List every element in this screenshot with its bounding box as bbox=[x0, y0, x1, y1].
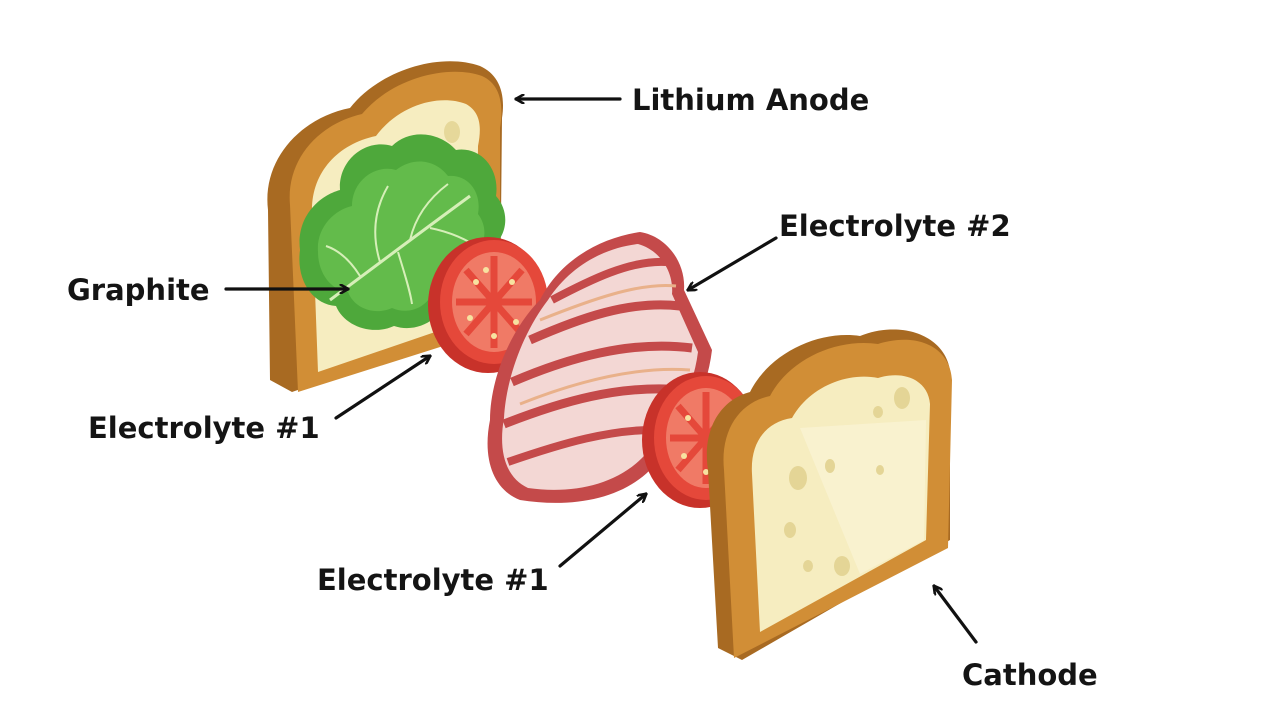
label-cathode: Cathode bbox=[962, 658, 1098, 692]
label-electrolyte-1-upper: Electrolyte #1 bbox=[88, 411, 320, 445]
cathode-bread-slice bbox=[706, 329, 952, 660]
arrow-electrolyte-1-lower bbox=[558, 494, 646, 568]
arrow-electrolyte-2 bbox=[688, 236, 778, 290]
arrow-electrolyte-1-upper bbox=[334, 356, 430, 420]
label-electrolyte-1-lower: Electrolyte #1 bbox=[317, 563, 549, 597]
label-graphite: Graphite bbox=[67, 273, 210, 307]
arrow-cathode bbox=[934, 586, 978, 644]
label-electrolyte-2: Electrolyte #2 bbox=[779, 209, 1011, 243]
label-lithium-anode: Lithium Anode bbox=[632, 83, 869, 117]
